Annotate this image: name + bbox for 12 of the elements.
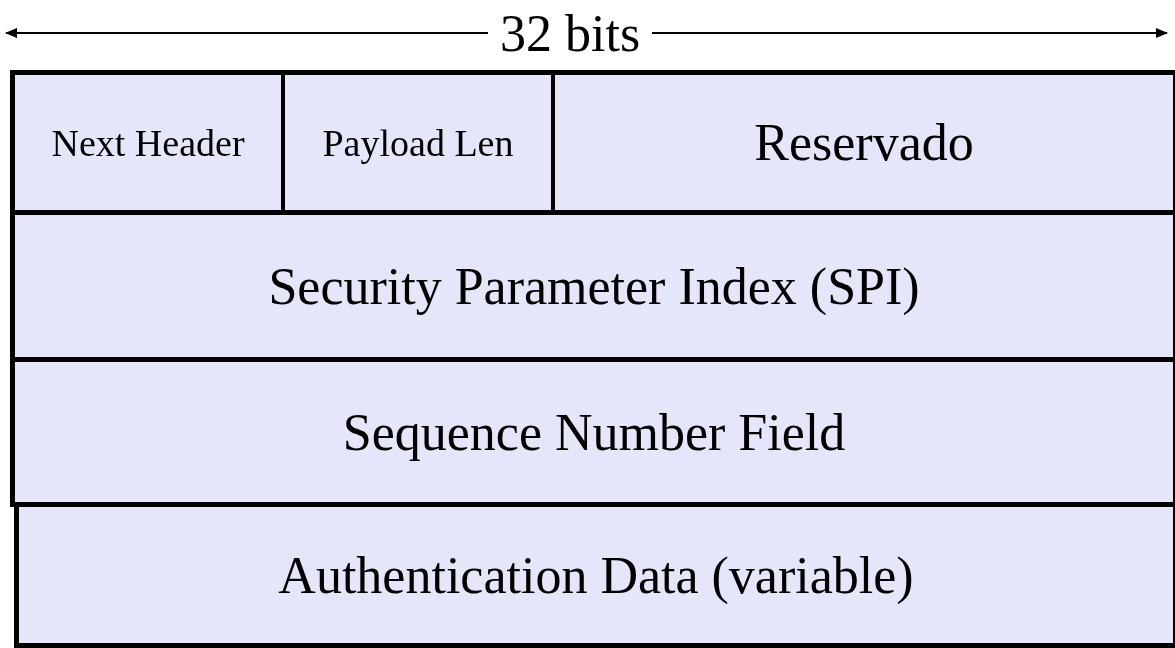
header-field bbox=[14, 507, 1175, 648]
field-name: Authentication Data (variable) bbox=[278, 545, 914, 605]
field-name: Security Parameter Index (SPI) bbox=[268, 256, 920, 316]
header-field bbox=[553, 70, 1175, 215]
header-field bbox=[10, 362, 1175, 507]
header-field bbox=[283, 70, 556, 215]
field-name: Next Header bbox=[51, 120, 245, 165]
header-field bbox=[10, 215, 1175, 362]
field-name: Payload Len bbox=[322, 120, 514, 165]
header-field bbox=[10, 70, 286, 215]
field-name: Reservado bbox=[754, 113, 974, 172]
field-name: Sequence Number Field bbox=[342, 402, 846, 462]
